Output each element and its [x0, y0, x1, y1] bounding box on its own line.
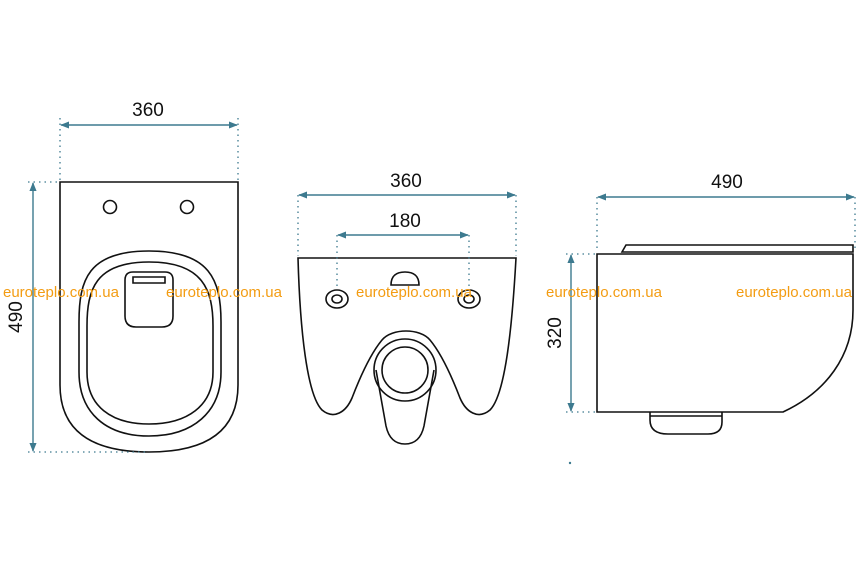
front-width-label: 360 — [390, 171, 422, 192]
front-mount-label: 180 — [389, 211, 421, 232]
side-view-outline — [596, 253, 854, 413]
top-width-label: 360 — [132, 100, 164, 121]
front-side-hole-right — [457, 289, 481, 309]
watermark-text-4: euroteplo.com.ua — [546, 284, 663, 301]
top-view: 360 490 — [6, 100, 239, 453]
side-depth-label: 490 — [711, 172, 743, 193]
front-top-hole — [390, 271, 420, 286]
bowl-inner-rim — [86, 261, 214, 425]
front-outlet-outer — [373, 338, 437, 402]
side-stray-dot — [568, 461, 572, 465]
watermark-text-1: euroteplo.com.ua — [3, 284, 120, 301]
top-depth-label: 490 — [6, 301, 27, 333]
front-side-hole-left-inner — [331, 294, 343, 304]
mount-hole-left — [102, 199, 118, 215]
watermark-text-3: euroteplo.com.ua — [356, 284, 473, 301]
front-view-outline — [297, 257, 517, 416]
bowl-drain-inner — [132, 276, 166, 284]
front-side-hole-left — [325, 289, 349, 309]
front-outlet-inner — [381, 346, 429, 394]
side-seat-lid — [620, 244, 854, 253]
watermark-text-2: euroteplo.com.ua — [166, 284, 283, 301]
side-outlet — [649, 412, 723, 435]
mount-hole-right — [179, 199, 195, 215]
front-outlet-pipe — [375, 369, 435, 445]
front-side-hole-right-inner — [463, 294, 475, 304]
top-view-outline — [59, 181, 239, 453]
bowl-outer-rim — [78, 250, 222, 437]
side-height-label: 320 — [545, 317, 566, 349]
watermark-text-5: euroteplo.com.ua — [736, 284, 853, 301]
watermark: euroteplo.com.ua euroteplo.com.ua eurote… — [3, 284, 853, 301]
side-view: 490 320 — [545, 172, 856, 465]
front-view: 360 180 — [297, 171, 517, 445]
bowl-drain-outline — [124, 271, 174, 328]
